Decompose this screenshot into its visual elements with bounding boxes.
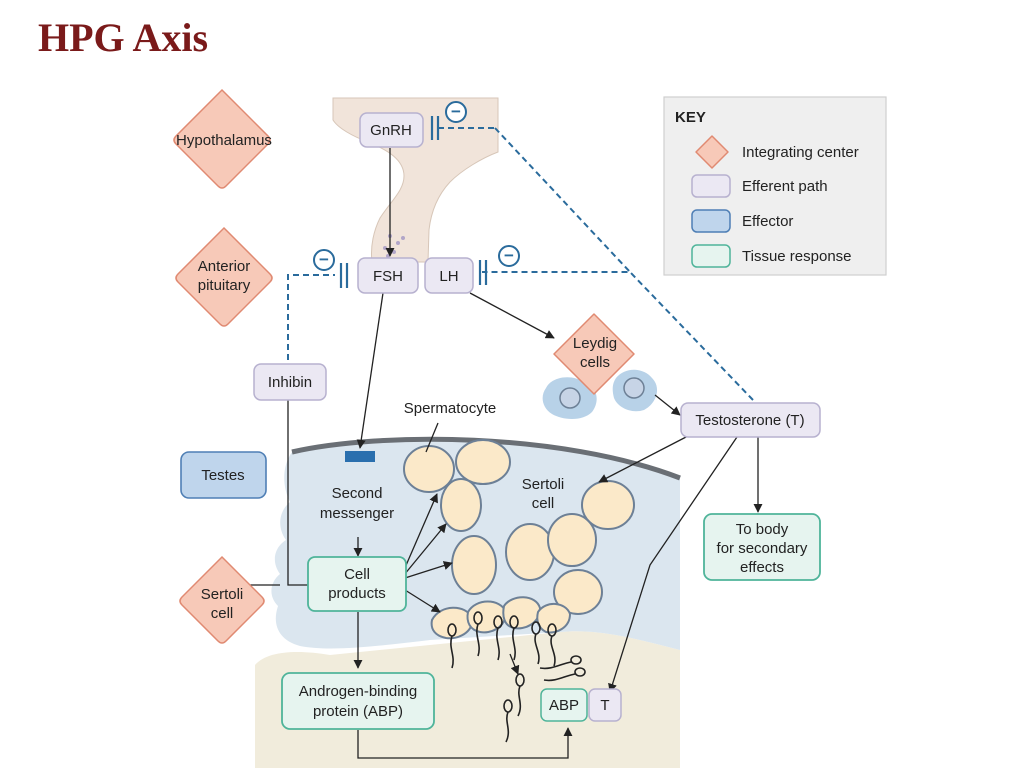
fsh-receptor	[345, 451, 375, 462]
negative-feedback-lines	[287, 127, 754, 401]
sertoli-cell-inner-label-2: cell	[532, 495, 555, 512]
key-swatch-integrating-center	[695, 135, 729, 169]
key-legend: KEY Integrating center Efferent path Eff…	[663, 96, 887, 276]
anterior-pituitary-node: Anterior pituitary	[175, 226, 273, 327]
svg-text:Testosterone (T): Testosterone (T)	[695, 412, 804, 429]
to-body-box: To body for secondary effects	[703, 513, 821, 581]
second-messenger-label-1: Second	[332, 485, 383, 502]
svg-text:Testes: Testes	[201, 467, 244, 484]
second-messenger-label-2: messenger	[320, 505, 394, 522]
svg-text:KEY: KEY	[675, 109, 706, 126]
leydig-cell-clusters	[542, 369, 658, 419]
key-label-tissue-response: Tissue response	[742, 248, 852, 265]
svg-text:for secondary: for secondary	[717, 540, 808, 557]
testosterone-box: Testosterone (T)	[680, 402, 821, 438]
inhibin-box: Inhibin	[253, 363, 327, 401]
inhibition-symbol-fsh: −	[313, 249, 335, 271]
svg-text:ABP: ABP	[549, 697, 579, 714]
gnrh-box: GnRH	[359, 112, 424, 148]
arrows	[250, 148, 763, 759]
slide-title: HPG Axis	[38, 15, 209, 60]
svg-text:Leydig: Leydig	[573, 335, 617, 352]
lh-box: LH	[424, 257, 474, 294]
svg-text:GnRH: GnRH	[370, 122, 412, 139]
svg-text:protein (ABP): protein (ABP)	[313, 703, 403, 720]
svg-text:Androgen-binding: Androgen-binding	[299, 683, 417, 700]
svg-text:T: T	[600, 697, 609, 714]
svg-text:Anterior: Anterior	[198, 258, 251, 275]
abp-box-small: ABP	[540, 688, 588, 722]
svg-text:LH: LH	[439, 268, 458, 285]
svg-text:effects: effects	[740, 559, 784, 576]
svg-text:−: −	[451, 102, 461, 121]
key-label-efferent-path: Efferent path	[742, 178, 828, 195]
spermatocyte-cells	[403, 439, 635, 615]
leydig-cells-node: Leydig cells	[553, 313, 635, 395]
fsh-box: FSH	[357, 257, 419, 294]
svg-text:−: −	[504, 246, 514, 265]
svg-text:pituitary: pituitary	[198, 277, 251, 294]
key-label-integrating-center: Integrating center	[742, 144, 859, 161]
sertoli-cell-inner-label-1: Sertoli	[522, 476, 565, 493]
svg-text:−: −	[319, 250, 329, 269]
svg-text:Sertoli: Sertoli	[201, 586, 244, 603]
hypothalamus-node: Hypothalamus	[173, 88, 272, 189]
testes-box: Testes	[180, 451, 267, 499]
svg-text:FSH: FSH	[373, 268, 403, 285]
svg-text:products: products	[328, 585, 386, 602]
svg-text:Inhibin: Inhibin	[268, 374, 312, 391]
sperm	[447, 611, 586, 743]
spermatid-cells	[430, 596, 572, 640]
inhibition-bars	[339, 116, 488, 288]
key-swatch-effector	[691, 209, 731, 233]
key-swatch-efferent-path	[691, 174, 731, 198]
svg-text:cells: cells	[580, 354, 610, 371]
svg-text:Hypothalamus: Hypothalamus	[176, 132, 272, 149]
svg-text:cell: cell	[211, 605, 234, 622]
inhibition-symbol-lh: −	[498, 245, 520, 267]
cell-products-box: Cell products	[307, 556, 407, 612]
sertoli-cell-node: Sertoli cell	[179, 555, 265, 644]
t-box-small: T	[588, 688, 622, 722]
key-swatch-tissue-response	[691, 244, 731, 268]
svg-text:Cell: Cell	[344, 566, 370, 583]
spermatocyte-label: Spermatocyte	[404, 400, 497, 417]
inhibition-symbol-gnrh: −	[445, 101, 467, 123]
key-label-effector: Effector	[742, 213, 793, 230]
abp-box: Androgen-binding protein (ABP)	[281, 672, 435, 730]
svg-text:To body: To body	[736, 521, 789, 538]
